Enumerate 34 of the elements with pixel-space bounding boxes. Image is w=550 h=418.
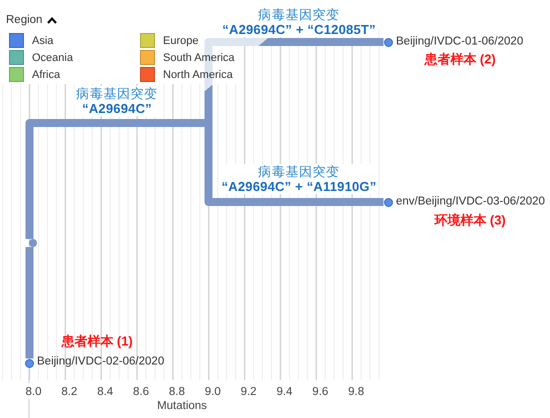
- axis-tick-label: 9.4: [276, 386, 292, 398]
- legend-label: Asia: [32, 34, 54, 46]
- sample-type-label: 环境样本 (3): [434, 214, 506, 228]
- mutation-label: 病毒基因突变 “A29694C” + “A11910G”: [220, 164, 378, 194]
- legend-label: North America: [163, 68, 233, 80]
- axis-tick-label: 8.2: [61, 386, 78, 398]
- axis-tick-label: 9.2: [240, 386, 257, 398]
- tree-branch: [204, 38, 384, 119]
- sample-name: env/Beijing/IVDC-03-06/2020: [396, 195, 545, 209]
- axis-tick-label: 9.0: [204, 386, 221, 398]
- sample-name: Beijing/IVDC-02-06/2020: [37, 355, 164, 369]
- sample-name: Beijing/IVDC-01-06/2020: [396, 35, 524, 49]
- legend-label: Africa: [32, 68, 60, 80]
- tree-branch: [26, 247, 34, 358]
- sample-type-label: 患者样本 (2): [424, 52, 496, 68]
- tip-node-dot: [384, 38, 392, 46]
- legend-label: Oceania: [32, 52, 73, 64]
- axis-tick-label: 8.6: [133, 386, 150, 398]
- axis-tick-label: 8.4: [97, 386, 114, 398]
- axis-title: Mutations: [157, 400, 207, 412]
- axis-tick-label: 8.8: [168, 386, 185, 398]
- tip-node-dot: [25, 358, 34, 368]
- legend-label: South America: [163, 52, 235, 64]
- tree-branch: [204, 127, 384, 206]
- tree-branch: [26, 119, 212, 239]
- tip-node-dot: [384, 198, 392, 206]
- legend-title: Region: [6, 13, 42, 27]
- axis-tick-label: 8.0: [26, 386, 42, 398]
- sample-type-label: 患者样本 (1): [61, 334, 133, 350]
- mutation-label: 病毒基因突变 “A29694C” + “C12085T”: [220, 7, 378, 37]
- axis-tick-label: 9.6: [312, 386, 328, 398]
- axis-tick-label: 9.8: [348, 386, 364, 398]
- legend-label: Europe: [163, 34, 198, 46]
- root-node-dot: [29, 239, 37, 247]
